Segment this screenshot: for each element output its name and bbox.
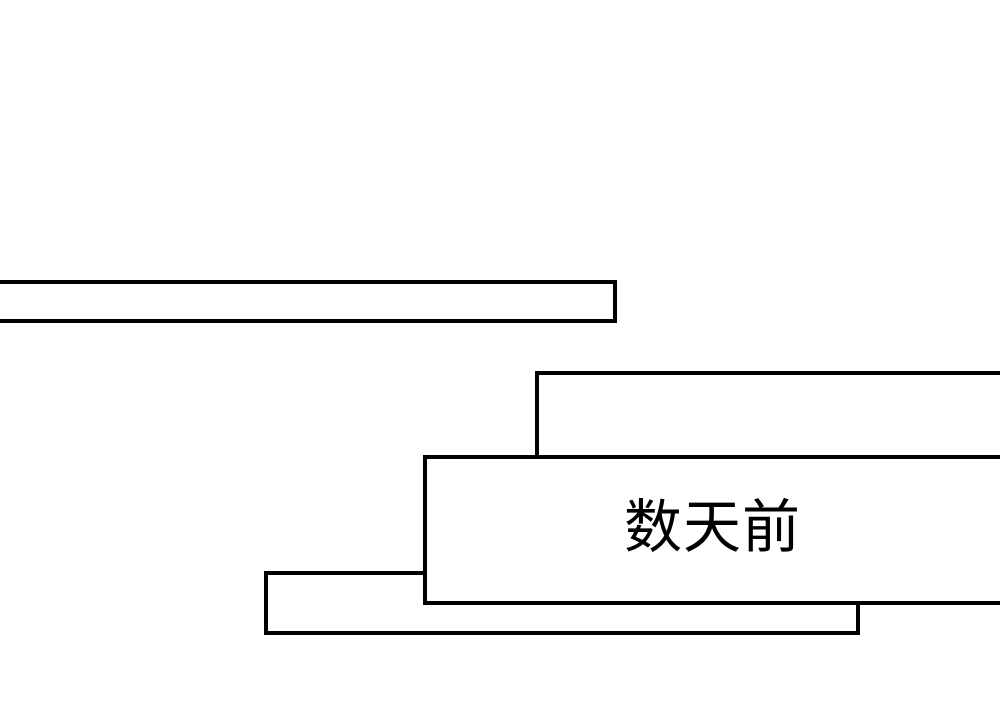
empty-caption-box-right — [535, 371, 1000, 461]
caption-text: 数天前 — [623, 493, 801, 561]
caption-box: 数天前 — [423, 455, 1000, 605]
empty-caption-box-top — [0, 280, 617, 323]
